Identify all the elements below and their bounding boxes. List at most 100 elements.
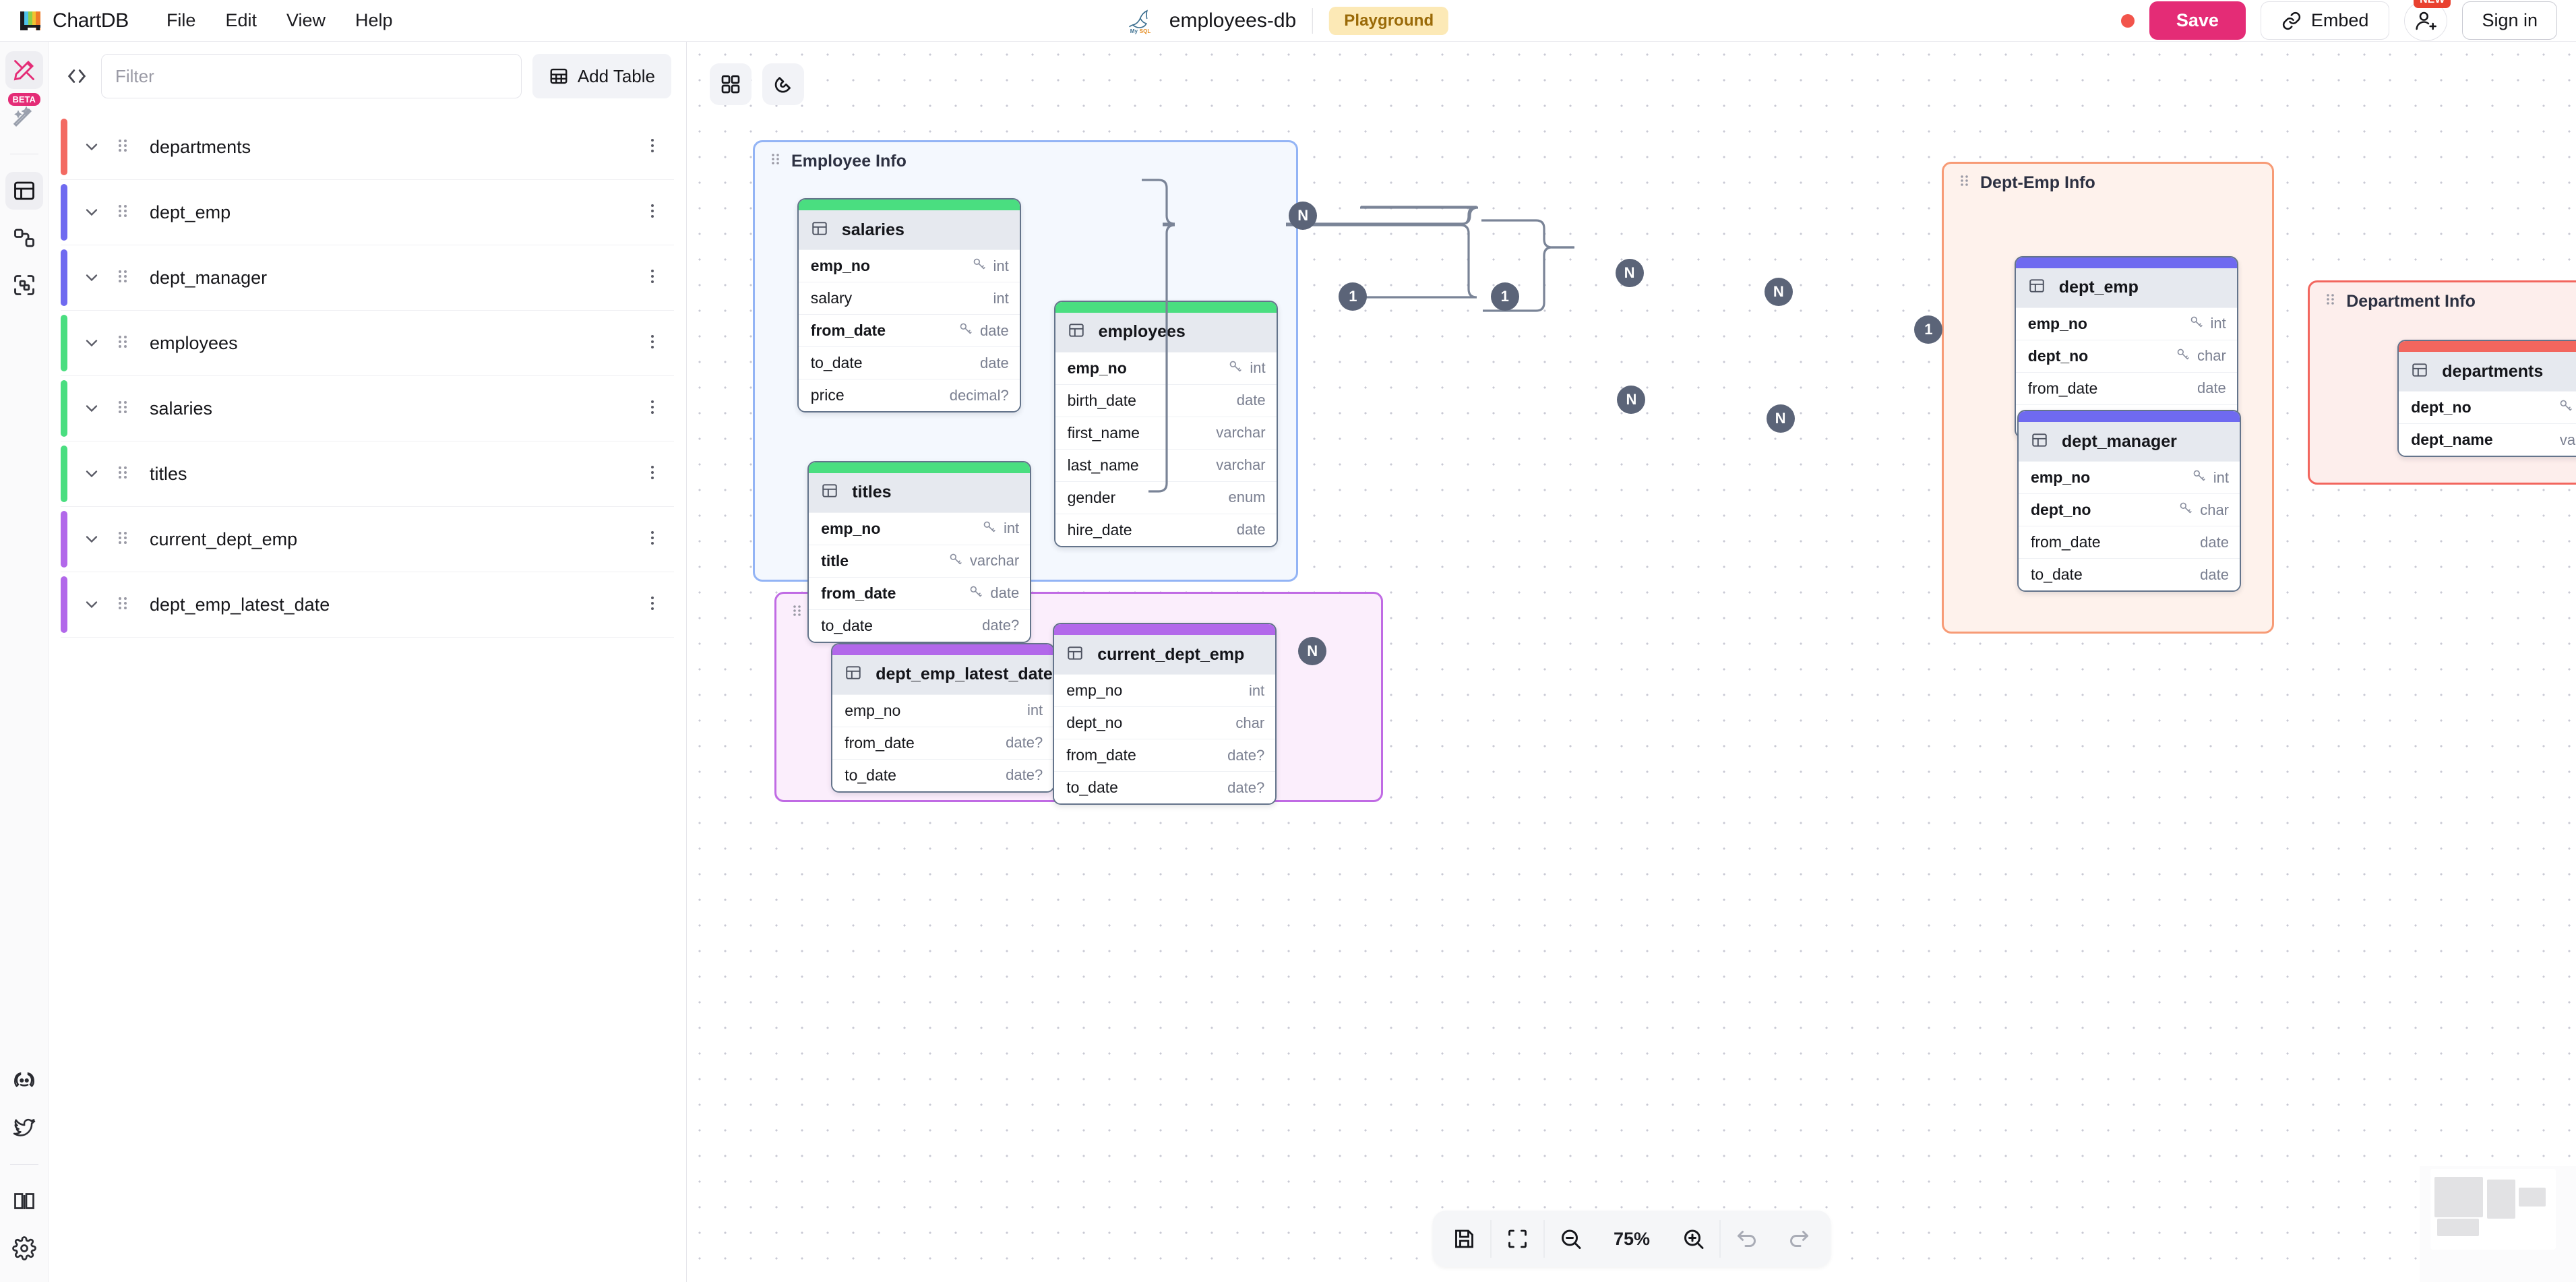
row-options-button[interactable] bbox=[644, 464, 662, 485]
expand-toggle[interactable] bbox=[82, 530, 101, 549]
save-diagram-button[interactable] bbox=[1438, 1216, 1490, 1262]
row-options-button[interactable] bbox=[644, 529, 662, 550]
drag-handle[interactable] bbox=[115, 594, 132, 615]
sidebar-table-row[interactable]: departments bbox=[61, 115, 674, 180]
area-drag-handle[interactable] bbox=[1959, 173, 1971, 193]
zoom-level-label[interactable]: 75% bbox=[1613, 1228, 1651, 1249]
table-node-header[interactable]: departments bbox=[2399, 352, 2576, 392]
row-options-button[interactable] bbox=[644, 594, 662, 615]
rail-item-ai-magic[interactable]: BETA bbox=[5, 93, 43, 136]
area-drag-handle[interactable] bbox=[791, 603, 803, 623]
row-options-button[interactable] bbox=[644, 333, 662, 354]
sidebar-table-row[interactable]: titles bbox=[61, 441, 674, 507]
menu-file[interactable]: File bbox=[166, 10, 196, 30]
sidebar-table-row[interactable]: employees bbox=[61, 311, 674, 376]
sidebar-table-row[interactable]: dept_emp bbox=[61, 180, 674, 245]
sign-in-button[interactable]: Sign in bbox=[2462, 1, 2557, 40]
table-node-header[interactable]: employees bbox=[1055, 312, 1277, 352]
rail-item-relationships[interactable] bbox=[5, 219, 43, 257]
drag-handle[interactable] bbox=[115, 398, 132, 419]
area-drag-handle[interactable] bbox=[2325, 292, 2337, 311]
drag-handle[interactable] bbox=[115, 137, 132, 158]
redo-button[interactable] bbox=[1773, 1216, 1825, 1262]
menu-edit[interactable]: Edit bbox=[225, 10, 257, 30]
filter-input[interactable] bbox=[101, 54, 522, 98]
row-options-button[interactable] bbox=[644, 268, 662, 288]
drag-handle[interactable] bbox=[115, 333, 132, 354]
drag-handle[interactable] bbox=[115, 268, 132, 288]
expand-toggle[interactable] bbox=[82, 268, 101, 287]
rail-item-discord[interactable] bbox=[5, 1062, 43, 1099]
sidebar-table-row[interactable]: current_dept_emp bbox=[61, 507, 674, 572]
account-button[interactable]: NEW bbox=[2404, 0, 2451, 41]
zoom-in-button[interactable] bbox=[1667, 1216, 1719, 1262]
drag-handle[interactable] bbox=[115, 202, 132, 223]
expand-toggle[interactable] bbox=[82, 399, 101, 418]
sidebar-table-row[interactable]: salaries bbox=[61, 376, 674, 441]
row-options-button[interactable] bbox=[644, 137, 662, 158]
table-node-header[interactable]: dept_emp_latest_date bbox=[832, 654, 1054, 694]
expand-toggle[interactable] bbox=[82, 595, 101, 614]
sidebar-table-row[interactable]: dept_emp_latest_date bbox=[61, 572, 674, 638]
rail-item-areas[interactable] bbox=[5, 266, 43, 304]
rail-item-docs[interactable] bbox=[5, 1182, 43, 1220]
expand-toggle[interactable] bbox=[82, 203, 101, 222]
rail-item-settings[interactable] bbox=[5, 1229, 43, 1267]
expand-toggle[interactable] bbox=[82, 464, 101, 483]
expand-toggle[interactable] bbox=[82, 138, 101, 156]
save-button[interactable]: Save bbox=[2149, 1, 2246, 40]
fit-to-screen-button[interactable] bbox=[1491, 1216, 1543, 1262]
page-title[interactable]: employees-db bbox=[1169, 9, 1297, 32]
table-node-header[interactable]: titles bbox=[809, 472, 1031, 512]
canvas-minimap[interactable] bbox=[2420, 1166, 2576, 1282]
row-options-button[interactable] bbox=[644, 398, 662, 419]
sidebar-table-row[interactable]: dept_manager bbox=[61, 245, 674, 311]
drag-handle[interactable] bbox=[115, 464, 132, 485]
zoom-out-button[interactable] bbox=[1544, 1216, 1597, 1262]
snap-to-grid-toggle[interactable] bbox=[762, 63, 804, 105]
undo-button[interactable] bbox=[1720, 1216, 1773, 1262]
show-grid-toggle[interactable] bbox=[710, 63, 752, 105]
table-node-header[interactable]: dept_emp bbox=[2015, 268, 2237, 307]
table-node-header[interactable]: current_dept_emp bbox=[1054, 635, 1276, 675]
rail-item-tables[interactable] bbox=[5, 172, 43, 210]
menu-help[interactable]: Help bbox=[355, 10, 393, 30]
rail-item-diagram-tool[interactable] bbox=[5, 51, 43, 89]
area-drag-handle[interactable] bbox=[770, 152, 782, 171]
code-view-toggle[interactable] bbox=[63, 63, 90, 90]
